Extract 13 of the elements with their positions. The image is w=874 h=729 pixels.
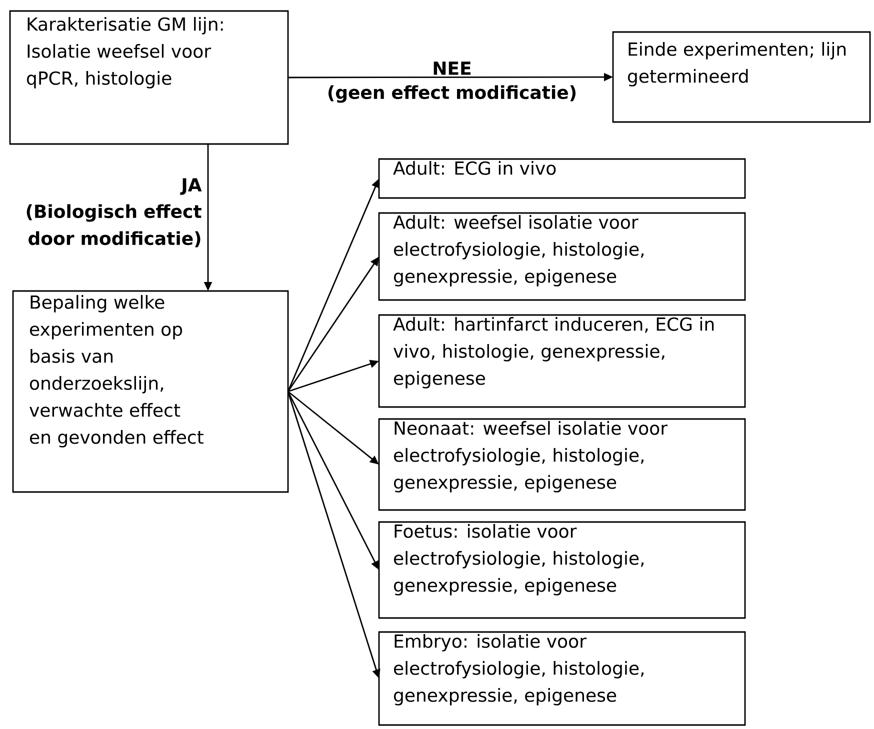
edge-label: NEE: [434, 62, 471, 75]
process-box: Neonaat: weefsel isolatie voor electrofysiologie, histologie, genexpressie, epigenese: [378, 418, 746, 511]
process-box: Embryo: isolatie voor electrofysiologie, histologie, genexpressie, epigenese: [378, 631, 746, 726]
process-box: Adult: weefsel isolatie voor electrofysiologie, histologie, genexpressie, epigenese: [378, 212, 746, 301]
process-box: Bepaling welke experimenten op basis van onderzoekslijn, verwachte effect en gevonden effect: [12, 290, 289, 493]
process-box: Karakterisatie GM lijn: Isolatie weefsel voor qPCR, histologie: [9, 10, 289, 145]
process-box: Einde experimenten; lijn getermineerd: [612, 31, 871, 123]
condition-note: (geen effect modificatie): [328, 85, 576, 103]
process-box: Adult: hartinfarct induceren, ECG in vivo, histologie, genexpressie, epigenese: [378, 314, 746, 408]
edge-label: JA: [180, 178, 202, 195]
process-box: Foetus: isolatie voor electrofysiologie, histologie, genexpressie, epigenese: [378, 521, 746, 619]
process-box: Adult: ECG in vivo: [378, 158, 746, 199]
condition-note: (Biologisch effect door modificatie): [26, 204, 202, 248]
